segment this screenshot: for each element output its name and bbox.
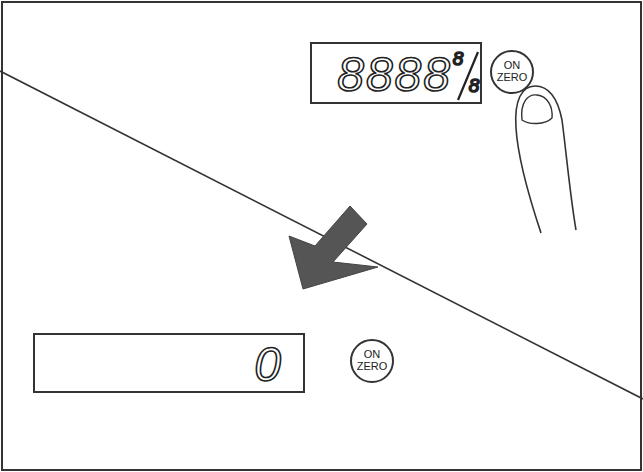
button-circle xyxy=(491,51,533,93)
display-fraction-digit: 8 xyxy=(450,49,468,68)
transition-arrow xyxy=(289,206,378,289)
button-label: ON ZERO xyxy=(356,349,388,372)
on-zero-button: ON ZERO xyxy=(489,49,535,95)
finger xyxy=(516,86,576,233)
fingernail xyxy=(522,95,552,124)
display-fraction-digit: 8 xyxy=(466,76,484,95)
display-digits: 0 xyxy=(43,341,283,389)
display-digits: 8888 xyxy=(316,51,452,99)
on-zero-button: ON ZERO xyxy=(349,338,395,384)
lcd-display: 0 xyxy=(33,333,305,393)
button-circle xyxy=(351,340,393,382)
button-label: ON ZERO xyxy=(496,60,528,83)
lcd-display: 888888 xyxy=(310,42,482,104)
divider-line xyxy=(0,71,643,399)
